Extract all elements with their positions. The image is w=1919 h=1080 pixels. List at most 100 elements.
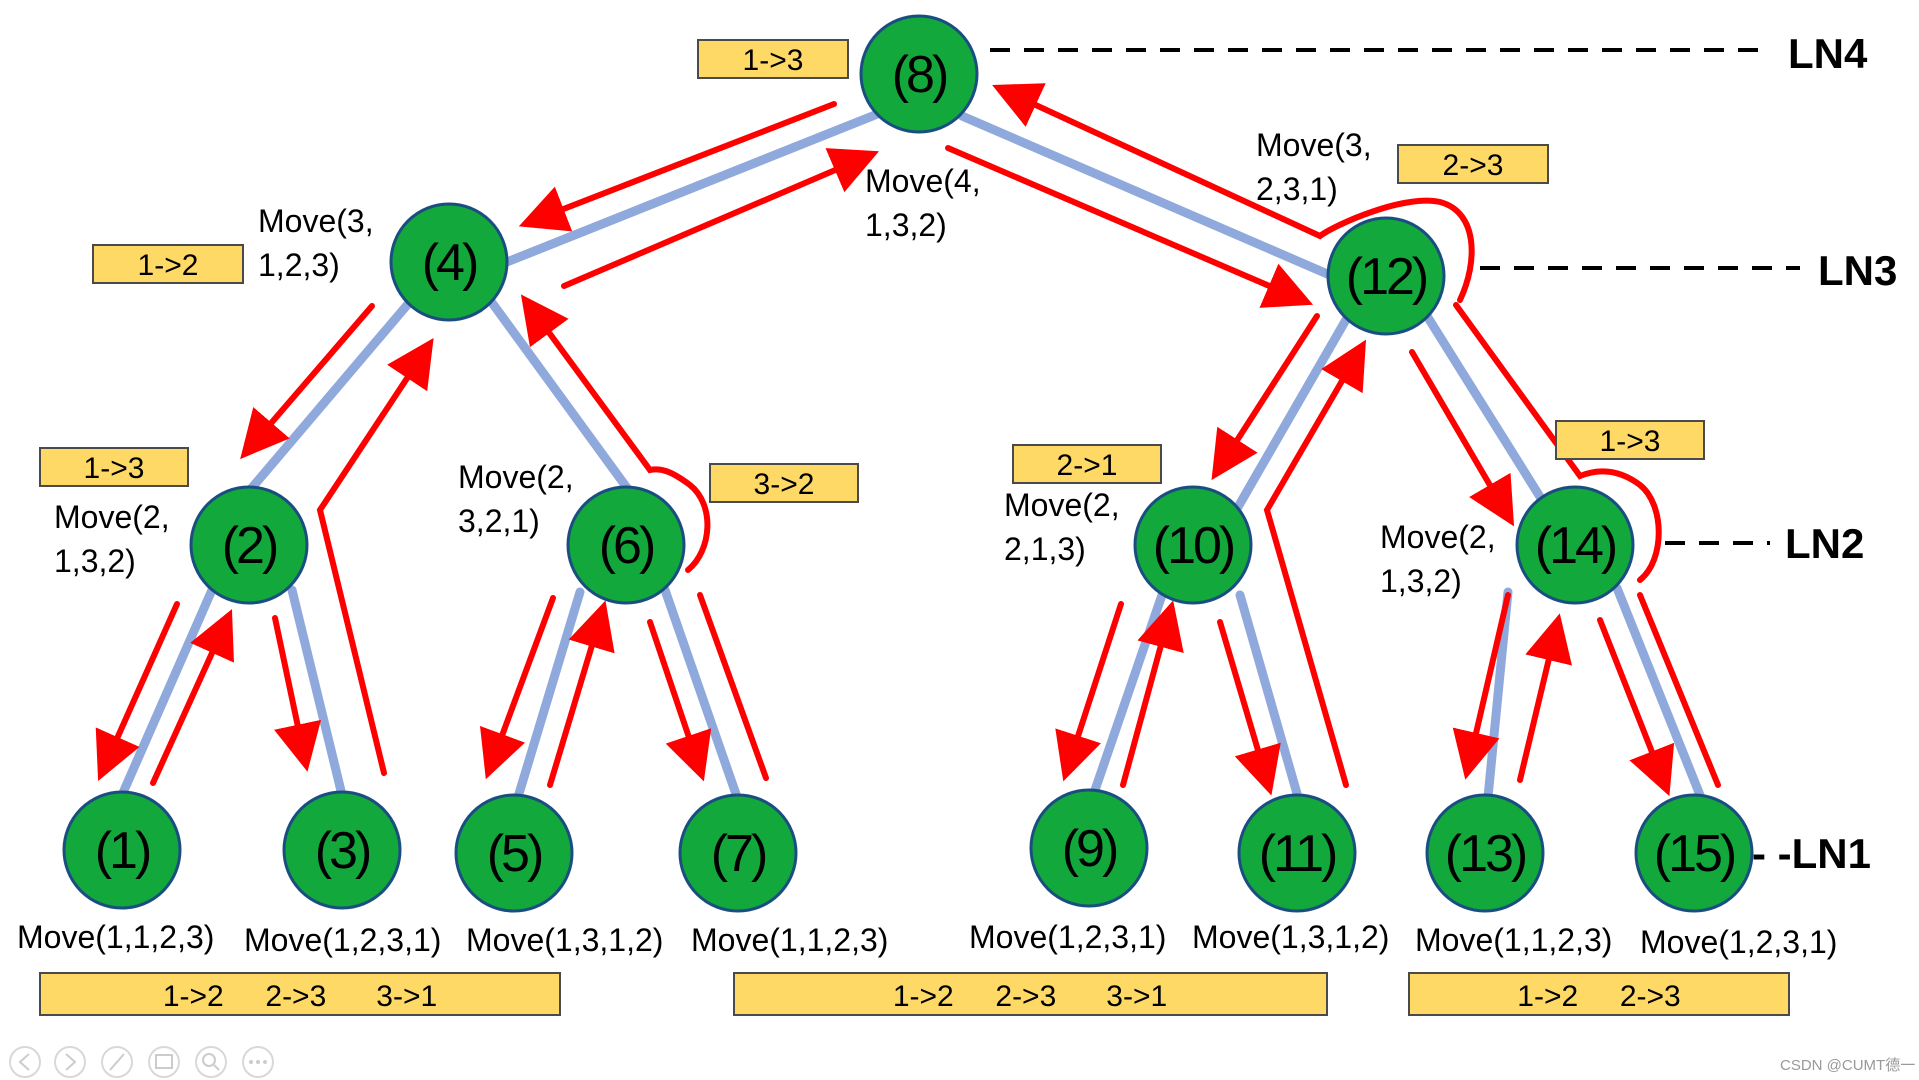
edge-12-14 [1422, 311, 1547, 505]
op-label-n2: 1->3 [84, 452, 145, 485]
node-4-circle [389, 202, 509, 322]
node-6-circle [566, 485, 686, 605]
node-3-label: (3) [315, 822, 370, 880]
operation-boxes [39, 39, 1790, 1016]
move-n9: Move(1,2,3,1) [969, 919, 1166, 955]
internal-move-labels: Move(3, 1,2,3) Move(4, 1,3,2) Move(3, 2,… [54, 127, 1496, 599]
arrow-1-to-2 [150, 609, 234, 786]
move-n14-line2: 1,3,2) [1380, 563, 1462, 599]
arrow-6-to-5 [480, 595, 556, 780]
move-n12-line1: Move(3, [1256, 127, 1372, 163]
node-13-circle [1425, 793, 1545, 913]
edge-8-4 [502, 108, 885, 267]
op-box-bottom-mid [733, 972, 1328, 1016]
move-n2-line2: 1,3,2) [54, 543, 136, 579]
node-7-circle [678, 793, 798, 913]
edge-4-2 [245, 299, 413, 495]
tree-nodes [62, 14, 1754, 913]
node-3-circle [282, 790, 402, 910]
op-box-bottom-left [39, 972, 561, 1016]
arrow-7-to-6 [697, 592, 769, 781]
op-label-bottom-left: 1->2 2->3 3->1 [163, 980, 437, 1013]
edge-6-7 [660, 585, 742, 802]
arrow-12-to-8 [992, 83, 1475, 303]
node-15-circle [1634, 793, 1754, 913]
node-9-circle [1029, 788, 1149, 908]
level-labels: LN4 LN3 LN2 - -LN1 [1752, 30, 1897, 877]
op-box-n4 [92, 244, 244, 284]
edge-6-5 [513, 587, 585, 802]
pen-icon[interactable] [101, 1046, 133, 1078]
op-box-n12 [1397, 144, 1549, 184]
node-5-circle [454, 793, 574, 913]
node-14-label: (14) [1535, 517, 1616, 575]
watermark: CSDN @CUMT德一 [1780, 1056, 1915, 1074]
traversal-arrows [95, 83, 1721, 797]
op-box-n14 [1555, 420, 1705, 460]
edge-4-6 [485, 295, 635, 497]
move-n6-line2: 3,2,1) [458, 503, 540, 539]
op-label-n6: 3->2 [754, 468, 815, 501]
move-n4-line2: 1,2,3) [258, 247, 340, 283]
move-n11: Move(1,3,1,2) [1192, 919, 1389, 955]
zoom-icon[interactable] [195, 1046, 227, 1078]
move-n1: Move(1,1,2,3) [17, 919, 214, 955]
arrow-4-to-8 [561, 148, 880, 289]
arrow-8-to-4 [518, 101, 837, 232]
node-15-label: (15) [1654, 825, 1735, 883]
move-n8-line2: 1,3,2) [865, 207, 947, 243]
move-n2-line1: Move(2, [54, 499, 170, 535]
move-n4-line1: Move(3, [258, 203, 374, 239]
arrow-10-to-9 [1055, 601, 1124, 782]
node-10-circle [1133, 485, 1253, 605]
move-n14-line1: Move(2, [1380, 519, 1496, 555]
arrow-14-to-15 [1597, 617, 1675, 797]
node-5-label: (5) [487, 825, 542, 883]
edge-2-3 [287, 585, 347, 800]
op-box-n8 [697, 39, 849, 79]
edge-10-11 [1235, 590, 1303, 802]
edge-14-15 [1612, 583, 1705, 800]
level-label-ln4: LN4 [1788, 30, 1868, 77]
node-8-circle [859, 14, 979, 134]
move-n10-line1: Move(2, [1004, 487, 1120, 523]
leaf-move-labels: Move(1,1,2,3) Move(1,2,3,1) Move(1,3,1,2… [17, 919, 1837, 960]
node-10-label: (10) [1153, 517, 1234, 575]
arrow-14-to-12 [1453, 302, 1662, 583]
move-n12-line2: 2,3,1) [1256, 171, 1338, 207]
op-label-n12: 2->3 [1443, 149, 1504, 182]
op-label-n10: 2->1 [1057, 449, 1118, 482]
prev-icon[interactable] [9, 1046, 41, 1078]
level-label-ln2: LN2 [1785, 520, 1864, 567]
node-13-label: (13) [1445, 825, 1526, 883]
op-box-n10 [1012, 444, 1162, 484]
slides-icon[interactable] [148, 1046, 180, 1078]
arrow-12-to-14 [1409, 349, 1515, 527]
node-12-label: (12) [1346, 248, 1427, 306]
arrow-12-to-10 [1211, 313, 1320, 481]
edge-14-13 [1483, 587, 1513, 802]
op-box-bottom-right [1408, 972, 1790, 1016]
node-4-label: (4) [422, 234, 477, 292]
op-label-n4: 1->2 [138, 249, 199, 282]
level-label-ln1: - -LN1 [1752, 830, 1871, 877]
op-box-n6 [709, 463, 859, 503]
op-label-bottom-mid: 1->2 2->3 3->1 [893, 980, 1167, 1013]
node-7-label: (7) [711, 825, 766, 883]
next-icon[interactable] [54, 1046, 86, 1078]
move-n5: Move(1,3,1,2) [466, 922, 663, 958]
arrow-5-to-6 [547, 600, 615, 788]
slide-nav-toolbar [9, 1046, 274, 1078]
op-label-bottom-right: 1->2 2->3 [1517, 980, 1680, 1013]
move-n7: Move(1,1,2,3) [691, 922, 888, 958]
move-n8-line1: Move(4, [865, 163, 981, 199]
level-lines [990, 48, 1800, 545]
more-icon[interactable] [242, 1046, 274, 1078]
node-1-circle [62, 790, 182, 910]
arrow-13-to-14 [1517, 613, 1572, 783]
arrow-9-to-10 [1120, 600, 1184, 788]
level-label-ln3: LN3 [1818, 247, 1897, 294]
op-box-n2 [39, 447, 189, 487]
edge-8-12 [957, 111, 1337, 281]
